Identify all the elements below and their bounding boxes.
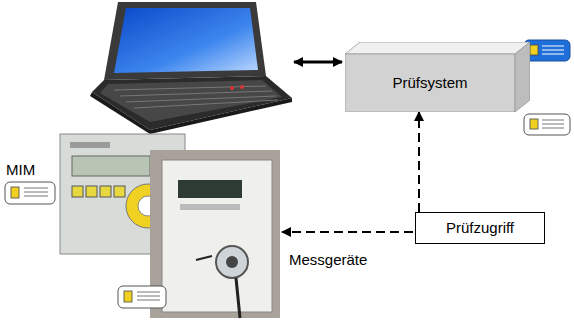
access-box: Prüfzugriff bbox=[415, 212, 545, 244]
node-text: Prüfsystem bbox=[392, 74, 467, 92]
box-face bbox=[345, 54, 515, 112]
access-arrow bbox=[282, 231, 413, 233]
laptop bbox=[90, 2, 292, 134]
smart-card bbox=[524, 114, 570, 135]
group-label: Messgeräte bbox=[289, 251, 367, 269]
smart-card bbox=[118, 286, 166, 308]
smart-card bbox=[5, 182, 55, 204]
system-box: Prüfsystem bbox=[345, 42, 530, 112]
device-label: MIM bbox=[6, 161, 35, 179]
dashed-connector bbox=[418, 112, 420, 212]
meter-right bbox=[150, 150, 280, 318]
node-text: Prüfzugriff bbox=[446, 219, 514, 237]
link-arrow bbox=[294, 61, 342, 64]
box-face bbox=[515, 42, 530, 112]
smart-card bbox=[524, 40, 570, 61]
box-face bbox=[345, 42, 530, 54]
